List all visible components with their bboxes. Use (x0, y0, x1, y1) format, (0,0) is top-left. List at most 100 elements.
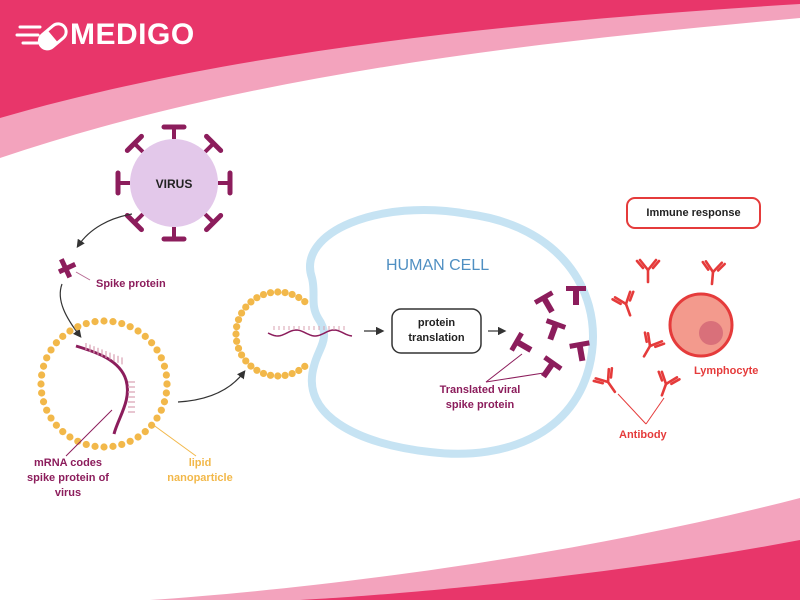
lipid-molecule (118, 440, 126, 449)
immune-response-label: Immune response (646, 207, 741, 219)
virus-spike (161, 227, 187, 242)
lipid-molecule (141, 332, 149, 340)
lipid-molecule (148, 421, 156, 429)
mrna-line-2: spike protein of (27, 472, 109, 484)
antibody-label: Antibody (619, 429, 667, 441)
lipid-molecule (237, 309, 246, 317)
translated-spike (545, 318, 567, 341)
translated-spike (540, 355, 563, 379)
lipid-molecule (47, 346, 55, 354)
lipid-line-1: lipid (188, 457, 212, 469)
lipid-molecule (52, 339, 60, 347)
lipid-molecule (59, 428, 67, 436)
translated-spike-proteins (509, 286, 590, 379)
human-cell-title: HUMAN CELL (386, 257, 490, 274)
spike-protein-label: Spike protein (96, 278, 166, 290)
mrna-strand (75, 343, 135, 435)
immune-response-box (626, 197, 761, 229)
lipid-molecule (39, 398, 48, 406)
lipid-molecule (157, 406, 165, 414)
protein-translation-box (391, 308, 482, 354)
arrow-lnp-to-cell (177, 370, 246, 403)
lipid-molecule (288, 369, 296, 378)
pill-speed-icon (15, 22, 68, 51)
spike-protein-icon (57, 258, 77, 279)
lipid-molecule (153, 346, 161, 354)
footer-wave (300, 540, 800, 600)
lipid-molecule (266, 371, 275, 379)
arrow-spike-to-mrna (59, 283, 82, 338)
lipid-nanoparticle-docking (232, 288, 309, 380)
lipid-molecule (288, 290, 296, 299)
arrow-virus-to-spike (76, 213, 133, 248)
lipid-molecule (162, 389, 170, 397)
antibody-icon (642, 331, 666, 358)
antibody-icon (592, 367, 617, 394)
lipid-molecule (259, 290, 268, 299)
lipid-molecule (66, 327, 74, 335)
brand-name: MEDIGO (70, 18, 195, 51)
lipid-molecule (52, 421, 60, 429)
virus-spike (161, 124, 187, 139)
lipid-molecule (160, 398, 169, 406)
brand: MEDIGO (70, 18, 195, 52)
protein-translation-line-2: translation (408, 332, 465, 344)
lipid-molecule (47, 414, 55, 422)
antibody-icon (611, 290, 635, 317)
lipid-molecule (74, 323, 82, 331)
virus-spike (203, 212, 224, 233)
lipid-molecule (38, 371, 46, 379)
lymphocyte-label: Lymphocyte (694, 365, 759, 377)
lipid-molecule (43, 354, 51, 362)
antibody-pointer-1 (617, 393, 647, 425)
lymphocyte (668, 292, 734, 358)
lipid-molecule (274, 288, 282, 296)
lipid-molecule (295, 293, 303, 302)
lipid-molecule (253, 366, 261, 374)
lipid-label: lipid nanoparticle (160, 456, 240, 486)
lipid-molecule (109, 442, 117, 450)
virus-spike (203, 133, 224, 154)
protein-translation-label: protein translation (392, 316, 481, 346)
virus-spikes (115, 124, 233, 242)
translated-spike-line-1: Translated viral (439, 384, 521, 396)
lipid-molecule (157, 354, 165, 362)
mrna-line-3: virus (54, 487, 82, 499)
translated-spike (509, 331, 533, 353)
lipid-molecule (295, 366, 303, 375)
translated-spike (533, 290, 555, 314)
lipid-molecule (160, 362, 169, 370)
lipid-molecule (126, 323, 134, 331)
lipid-molecule (134, 433, 142, 441)
lipid-molecule (301, 362, 309, 370)
lipid-molecule (274, 372, 282, 380)
lipid-molecule (82, 440, 90, 449)
lipid-molecule (74, 437, 82, 445)
lipid-molecule (37, 380, 45, 388)
lipid-molecule (91, 442, 99, 450)
lipid-molecule (134, 327, 142, 335)
virus-spike (124, 133, 145, 154)
lipid-molecule (281, 371, 289, 380)
mrna-label: mRNA codes spike protein of virus (18, 456, 118, 501)
lipid-molecule (233, 337, 241, 345)
lipid-molecule (59, 332, 67, 340)
virus (115, 124, 233, 242)
lipid-molecule (38, 389, 46, 397)
virus-spike (115, 170, 130, 196)
antibody-icon (701, 260, 727, 286)
lipid-molecule (39, 362, 48, 370)
lipid-molecule (242, 303, 250, 311)
lipid-molecule (100, 317, 108, 325)
lipid-molecule (66, 433, 74, 441)
lipid-molecule (253, 294, 261, 302)
lipid-molecule (242, 357, 250, 365)
antibody-icon (657, 370, 681, 397)
lipid-molecule (82, 319, 90, 328)
mrna-line-1: mRNA codes (33, 457, 103, 469)
translated-pointer-1 (485, 353, 523, 383)
translated-spike (569, 340, 590, 362)
spike-protein-pointer (75, 271, 91, 281)
lipid-molecule (232, 330, 240, 338)
lipid-nanoparticle (37, 317, 171, 451)
